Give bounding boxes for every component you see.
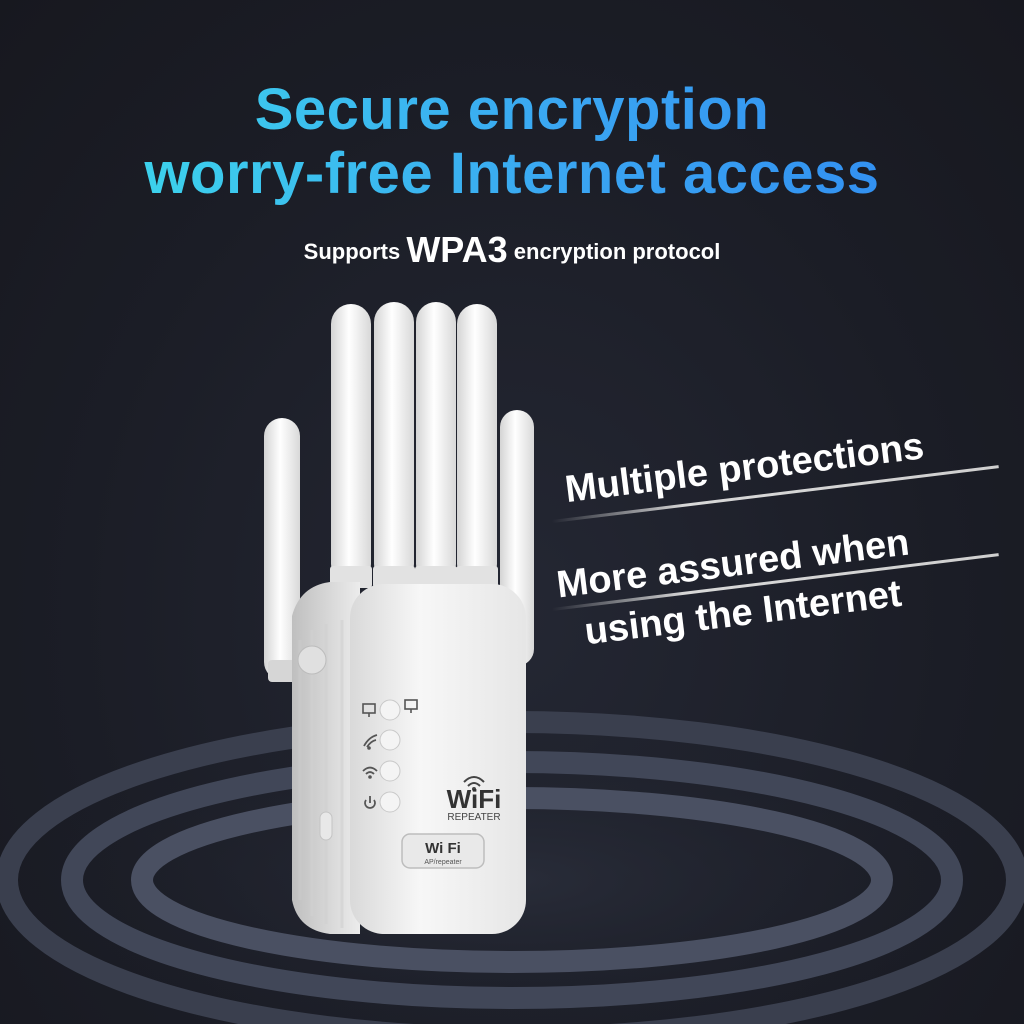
device-front-panel <box>350 584 526 934</box>
power-icon <box>364 796 376 809</box>
subheading-emphasis: WPA3 <box>406 229 508 270</box>
headline-line-2: worry-free Internet access <box>0 142 1024 206</box>
panel-brand-text: WiFi <box>447 784 502 814</box>
wifi-logo-icon <box>463 776 485 791</box>
monitor-icon <box>362 699 418 717</box>
headline-line-1: Secure encryption <box>0 78 1024 142</box>
indicator-column <box>379 699 401 813</box>
signal-icon <box>363 734 378 750</box>
subheading: Supports WPA3 encryption protocol <box>0 228 1024 274</box>
top-antenna <box>330 304 372 588</box>
indicator-light <box>379 729 401 751</box>
subheading-prefix: Supports <box>303 239 401 264</box>
panel-model-text: REPEATER <box>447 812 500 823</box>
top-antenna <box>456 304 498 588</box>
badge-brand-text: Wi Fi <box>425 840 461 857</box>
device-badge: Wi Fi AP/repeater <box>401 833 485 869</box>
device-side-panel <box>292 582 360 934</box>
indicator-light <box>379 760 401 782</box>
indicator-light <box>379 791 401 813</box>
indicator-light <box>379 699 401 721</box>
wifi-icon <box>362 766 378 779</box>
top-antenna <box>415 302 457 588</box>
subheading-suffix: encryption protocol <box>513 239 721 264</box>
badge-model-text: AP/repeater <box>424 859 462 866</box>
top-antenna <box>373 302 415 588</box>
